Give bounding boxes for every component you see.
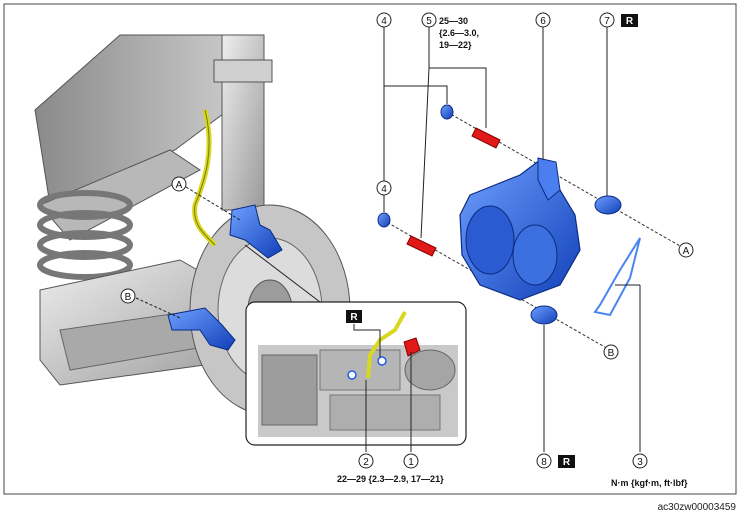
callout-4a: 4 [376,12,392,28]
callout-6-label: 6 [540,16,546,27]
callout-8: 8 [536,453,552,469]
ref-a-left-label: A [176,180,183,191]
ref-b-right-label: B [608,348,615,359]
replace-mark-8-label: R [563,457,571,468]
callout-7-label: 7 [604,16,610,27]
reference-lines-left [135,186,241,319]
callout-4b-label: 4 [381,184,387,195]
ref-a-right-label: A [683,246,690,257]
replace-mark-detail: R [350,312,358,323]
callout-4b: 4 [376,180,392,196]
detail-inset: R [244,244,467,452]
ref-a-right: A [678,242,694,258]
torque-bottom: 22—29 {2.3—2.9, 17—21} [337,474,444,484]
callout-7: 7 [599,12,615,28]
ref-b-left: B [120,288,136,304]
ref-a-left: A [171,176,187,192]
replace-mark-8: R [558,455,575,468]
ref-b-right: B [603,344,619,360]
callout-6: 6 [535,12,551,28]
torque-bolt5-line1: 25—30 [439,16,468,26]
callout-8-label: 8 [541,457,547,468]
callout-1-label: 1 [408,457,414,468]
torque-units: N·m {kgf·m, ft·lbf} [611,478,688,488]
replace-mark-7: R [621,14,638,27]
callout-3-label: 3 [637,457,643,468]
callout-5: 5 [421,12,437,28]
replace-mark-7-label: R [626,16,634,27]
callout-leaders [383,27,608,452]
callout-1: 1 [403,453,419,469]
ref-b-left-label: B [125,292,132,303]
torque-bolt5-line2: {2.6—3.0, [439,28,479,38]
figure-code: ac30zw00003459 [657,502,736,513]
callout-3: 3 [632,453,648,469]
callout-5-label: 5 [426,16,432,27]
callout-2: 2 [358,453,374,469]
caliper-exploded-view [377,104,681,452]
callout-2-label: 2 [363,457,369,468]
callout-4a-label: 4 [381,16,387,27]
torque-bolt5-line3: 19—22} [439,40,472,50]
suspension-assembly-illustration [34,34,351,416]
